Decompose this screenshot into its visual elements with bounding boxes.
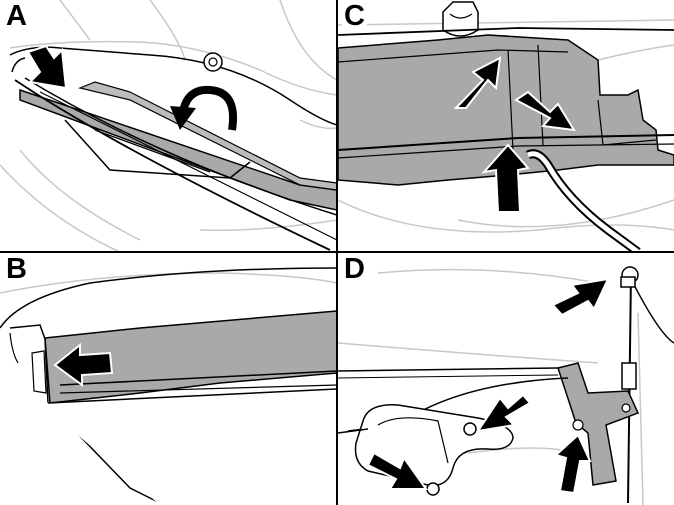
panel-label-c: C bbox=[342, 0, 367, 32]
arrow-up-icon bbox=[554, 433, 592, 495]
horizontal-divider bbox=[0, 251, 674, 253]
panel-a: A bbox=[0, 0, 337, 252]
panel-label-d: D bbox=[342, 253, 367, 285]
arrow-down-left-icon bbox=[475, 393, 532, 433]
panel-label-a: A bbox=[4, 0, 29, 32]
panel-a-drawing bbox=[0, 0, 337, 252]
arrow-up-right-icon bbox=[551, 277, 610, 317]
arrow-down-right-icon bbox=[366, 451, 428, 490]
rotate-arrow-icon bbox=[170, 85, 237, 131]
arrow-up-right-icon bbox=[453, 56, 502, 109]
panel-label-b: B bbox=[4, 253, 29, 285]
panel-c: C bbox=[338, 0, 674, 252]
panel-b-drawing bbox=[0, 267, 337, 505]
panel-b: B bbox=[0, 253, 337, 505]
arrow-down-right-icon bbox=[514, 90, 576, 132]
panel-d: D bbox=[338, 253, 674, 505]
panel-d-drawing bbox=[338, 266, 674, 505]
arrow-left-icon bbox=[53, 342, 114, 387]
bolt-icon bbox=[203, 52, 223, 72]
panel-c-drawing bbox=[338, 1, 674, 252]
arrow-up-icon bbox=[481, 143, 530, 213]
arrow-down-right-icon bbox=[26, 44, 68, 90]
